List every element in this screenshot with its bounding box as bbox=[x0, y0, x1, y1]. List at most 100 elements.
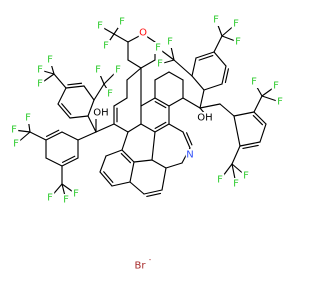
fluorine-label: F bbox=[167, 37, 173, 48]
bond bbox=[143, 189, 163, 195]
bond bbox=[87, 115, 97, 133]
fluorine-label-backdrop bbox=[35, 64, 45, 76]
bond bbox=[199, 89, 205, 109]
bond bbox=[129, 181, 145, 195]
bond bbox=[154, 97, 170, 107]
bond bbox=[151, 131, 156, 161]
bond bbox=[213, 51, 227, 67]
bond bbox=[45, 157, 63, 167]
bond bbox=[253, 111, 267, 125]
fluorine-label-backdrop bbox=[165, 36, 175, 48]
nitrogen-label: N bbox=[186, 150, 193, 161]
pyran-oxygen-label: O bbox=[139, 28, 147, 39]
bond bbox=[129, 161, 135, 183]
fluorine-label: F bbox=[107, 89, 113, 100]
hydroxyl-left-label-backdrop bbox=[93, 107, 109, 119]
fluorine-label-backdrop bbox=[231, 18, 241, 30]
hydroxyl-right-label-backdrop bbox=[197, 112, 213, 124]
bond bbox=[203, 83, 223, 91]
fluorine-label-backdrop bbox=[155, 58, 165, 70]
fluorine-label-backdrop bbox=[153, 42, 163, 54]
fluorine-label-backdrop bbox=[233, 36, 243, 48]
fluorine-label-backdrop bbox=[271, 80, 281, 92]
fluorine-label: F bbox=[115, 65, 121, 76]
bond bbox=[219, 103, 235, 117]
fluorine-label-backdrop bbox=[105, 88, 115, 100]
fluorine-label: F bbox=[155, 43, 161, 54]
bond bbox=[198, 54, 214, 61]
fluorine-label: F bbox=[277, 97, 283, 108]
fluorine-label: F bbox=[37, 79, 43, 90]
fluorine-label: F bbox=[95, 65, 101, 76]
fluorine-label-backdrop bbox=[241, 170, 251, 182]
fluorine-label: F bbox=[235, 37, 241, 48]
bond bbox=[120, 152, 132, 164]
bond bbox=[95, 123, 115, 133]
fluorine-label-backdrop bbox=[215, 174, 225, 186]
bond bbox=[182, 97, 201, 109]
bond bbox=[103, 171, 114, 183]
nitrogen-label-backdrop bbox=[185, 149, 195, 161]
fluorine-label: F bbox=[103, 41, 109, 52]
bond bbox=[140, 59, 156, 69]
fluorine-label-backdrop bbox=[275, 96, 285, 108]
fluorine-label-backdrop bbox=[71, 188, 81, 200]
fluorine-label-backdrop bbox=[45, 192, 55, 204]
bond bbox=[46, 129, 60, 137]
bromide-symbol: Br bbox=[135, 261, 147, 272]
bond bbox=[61, 131, 79, 141]
bond bbox=[83, 85, 95, 101]
bond bbox=[113, 123, 129, 133]
bond bbox=[146, 192, 162, 198]
bond bbox=[213, 35, 223, 53]
bond bbox=[233, 111, 255, 117]
bond bbox=[242, 144, 259, 150]
bond bbox=[221, 65, 227, 85]
bond bbox=[186, 132, 193, 146]
bromide-charge: - bbox=[149, 256, 152, 264]
bond bbox=[182, 131, 191, 149]
bond bbox=[224, 68, 230, 84]
fluorine-label-backdrop bbox=[113, 64, 123, 76]
bond bbox=[77, 131, 97, 141]
bond bbox=[140, 123, 156, 133]
bond bbox=[259, 123, 267, 143]
bond bbox=[87, 99, 95, 117]
fluorine-label: F bbox=[73, 189, 79, 200]
bond bbox=[154, 100, 167, 109]
fluorine-label: F bbox=[233, 19, 239, 30]
bond bbox=[126, 67, 142, 81]
bond bbox=[113, 33, 129, 43]
fluorine-label: F bbox=[13, 139, 19, 150]
fluorine-label-backdrop bbox=[61, 194, 71, 206]
bond bbox=[93, 83, 105, 101]
fluorine-label: F bbox=[63, 195, 69, 206]
fluorine-label-backdrop bbox=[11, 138, 21, 150]
fluorine-label-backdrop bbox=[35, 78, 45, 90]
bond bbox=[111, 181, 131, 187]
fluorine-label: F bbox=[243, 171, 249, 182]
bond bbox=[69, 115, 89, 119]
bond bbox=[133, 159, 153, 163]
fluorine-label: F bbox=[213, 15, 219, 26]
bond bbox=[99, 155, 107, 173]
bond bbox=[29, 131, 47, 141]
fluorine-label-backdrop bbox=[231, 178, 241, 190]
bond bbox=[99, 171, 113, 187]
bond bbox=[154, 71, 170, 81]
fluorine-label: F bbox=[97, 21, 103, 32]
bond bbox=[168, 97, 184, 107]
bond bbox=[53, 73, 67, 89]
fluorine-label: F bbox=[157, 59, 163, 70]
bond bbox=[113, 97, 128, 107]
bond bbox=[127, 123, 142, 133]
bond bbox=[127, 59, 142, 69]
fluorine-label: F bbox=[37, 65, 43, 76]
bond bbox=[140, 97, 156, 107]
bond bbox=[121, 149, 135, 163]
bond bbox=[252, 114, 264, 126]
fluorine-label: F bbox=[11, 125, 17, 136]
hydroxyl-left-label: OH bbox=[93, 108, 108, 119]
